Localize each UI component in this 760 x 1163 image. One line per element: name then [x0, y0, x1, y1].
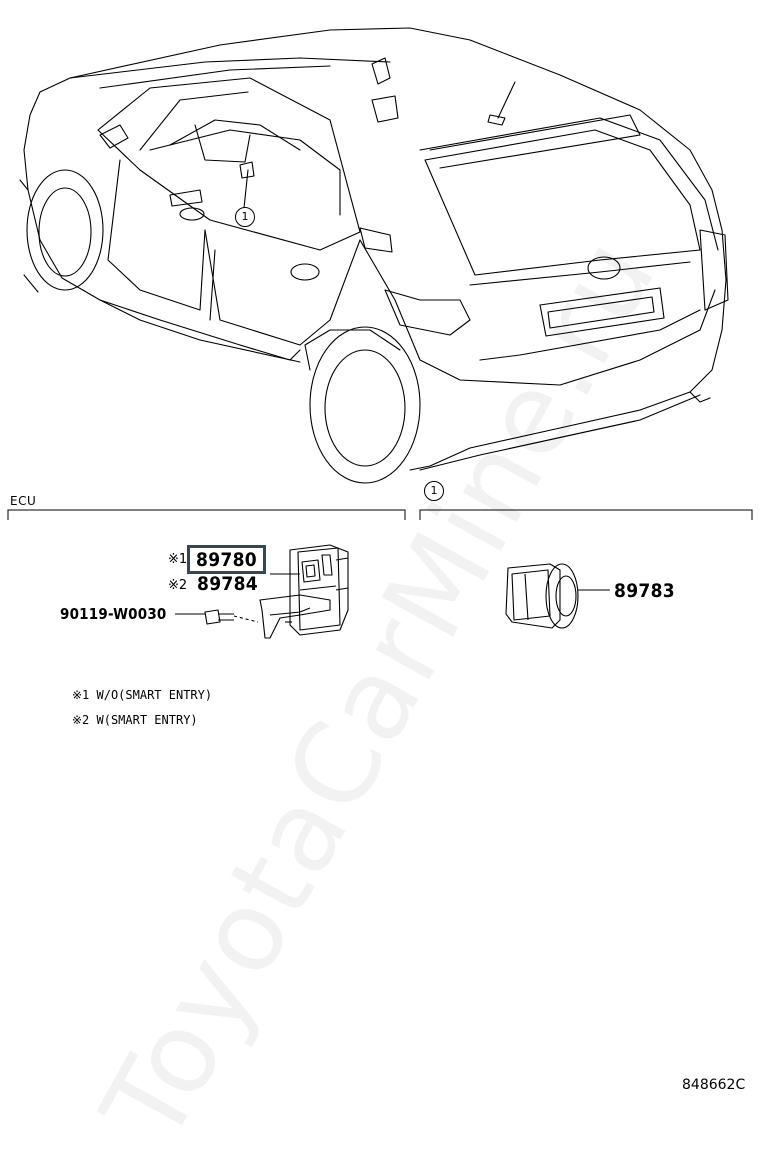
- part-number-89784[interactable]: 89784: [197, 573, 258, 595]
- part-number-89783[interactable]: 89783: [614, 580, 675, 602]
- section-callout-1: 1: [424, 481, 444, 501]
- vehicle-illustration: [19, 27, 729, 484]
- location-callout-1: 1: [235, 207, 255, 227]
- ecu-section-title: ECU: [10, 494, 37, 508]
- part-number-89780[interactable]: 89780: [187, 545, 266, 574]
- note-with-smart-entry: ※2 W(SMART ENTRY): [72, 713, 198, 727]
- note1-marker: ※1: [168, 552, 188, 567]
- ecu-illustration: [175, 544, 610, 639]
- note2-marker: ※2: [168, 578, 188, 593]
- diagram-code: 848662C: [682, 1077, 746, 1093]
- section-brackets: [7, 509, 753, 520]
- part-number-90119-W0030[interactable]: 90119-W0030: [60, 605, 167, 623]
- parts-diagram: ToyotaCarMine.ru: [7, 27, 753, 1163]
- note-without-smart-entry: ※1 W/O(SMART ENTRY): [72, 688, 213, 702]
